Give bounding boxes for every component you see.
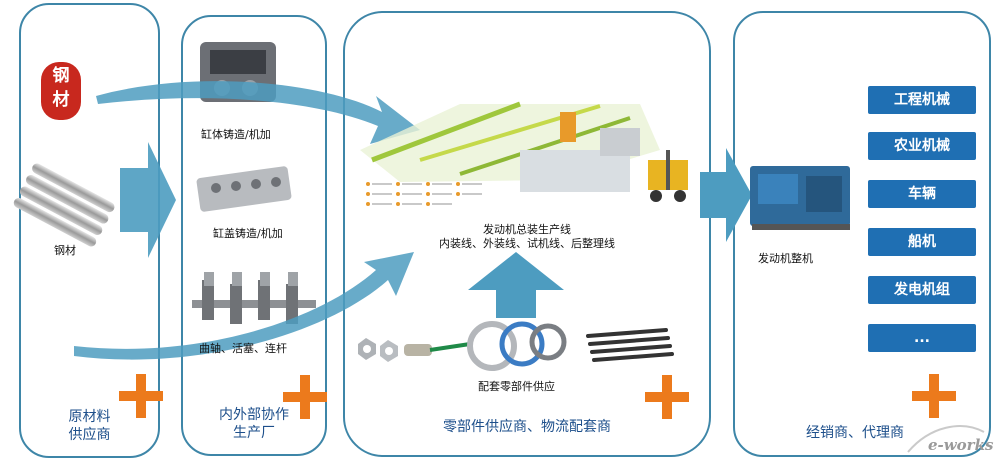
cylinder-head-icon bbox=[196, 166, 292, 212]
application-agricultural-machinery: 农业机械 bbox=[868, 132, 976, 160]
plus-icon bbox=[912, 374, 956, 418]
application-construction-machinery: 工程机械 bbox=[868, 86, 976, 114]
e-works-watermark: e-works bbox=[928, 436, 994, 454]
watermark-swoosh bbox=[907, 425, 985, 453]
application-vehicles: 车辆 bbox=[868, 180, 976, 208]
steel-logo-icon bbox=[41, 62, 81, 120]
crankshaft-icon bbox=[192, 272, 316, 324]
engine-generator-icon bbox=[750, 166, 850, 230]
application-generator-sets: 发电机组 bbox=[868, 276, 976, 304]
assembly-line-subtitle: 内装线、外装线、试机线、后整理线 bbox=[439, 237, 615, 250]
parts-supplier-panel bbox=[343, 11, 711, 457]
raw-supplier-label: 原材料 供应商 bbox=[68, 409, 111, 443]
steel-caption: 钢材 bbox=[54, 244, 76, 257]
plus-icon bbox=[645, 375, 689, 419]
application-more: ... bbox=[868, 324, 976, 352]
engine-caption: 发动机整机 bbox=[758, 252, 813, 265]
assembly-line-title: 发动机总装生产线 bbox=[483, 223, 571, 236]
plus-icon bbox=[119, 374, 163, 418]
cylinder-head-caption: 缸盖铸造/机加 bbox=[213, 227, 283, 240]
steel-bars-icon bbox=[13, 163, 115, 247]
flow-arrow-raw-to-partner bbox=[120, 142, 176, 258]
supplied-parts-icon bbox=[358, 321, 674, 371]
engine-block-caption: 缸体铸造/机加 bbox=[201, 128, 271, 141]
application-marine-engines: 船机 bbox=[868, 228, 976, 256]
steel-logo-text: 钢 材 bbox=[52, 66, 70, 110]
flow-arrow-supply-up bbox=[468, 252, 564, 318]
partner-factory-label: 内外部协作 生产厂 bbox=[219, 407, 289, 441]
flow-arrow-steel-to-assembly bbox=[74, 252, 414, 360]
assembly-line-icon bbox=[360, 101, 688, 206]
crankshaft-caption: 曲轴、活塞、连杆 bbox=[199, 342, 287, 355]
parts-supplier-label: 零部件供应商、物流配套商 bbox=[443, 419, 611, 435]
plus-icon bbox=[283, 375, 327, 419]
flow-arrow-to-engine bbox=[700, 148, 752, 242]
dealer-label: 经销商、代理商 bbox=[806, 425, 904, 441]
flow-arrow-logo-to-assembly bbox=[96, 81, 420, 144]
supplied-parts-caption: 配套零部件供应 bbox=[478, 380, 555, 393]
